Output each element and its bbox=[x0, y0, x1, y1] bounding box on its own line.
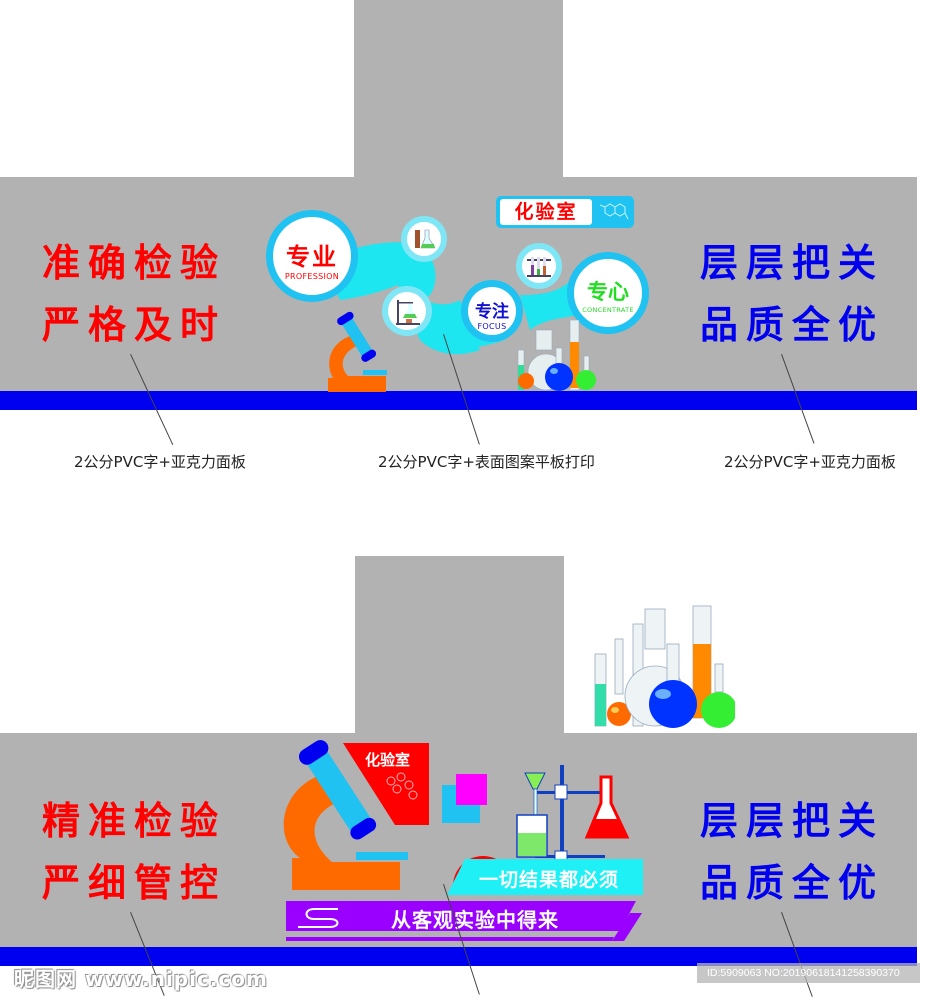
bottom-blue-strip bbox=[0, 947, 917, 966]
red-lab-badge: 化验室 bbox=[343, 743, 429, 825]
purple-banner: 从客观实验中得来 bbox=[286, 901, 642, 943]
top-band bbox=[0, 177, 917, 391]
caption-right: 2公分PVC字+亚克力面板 bbox=[724, 453, 896, 471]
bottom-left-slogan: 精准检验 严细管控 bbox=[42, 799, 227, 905]
magenta-square-decor bbox=[456, 774, 487, 805]
top-left-slogan: 准确检验 严格及时 bbox=[42, 241, 227, 347]
purple-banner-shape bbox=[286, 901, 642, 941]
top-blue-strip bbox=[0, 391, 917, 410]
cyan-banner-shape bbox=[447, 859, 643, 895]
top-right-slogan: 层层把关 品质全优 bbox=[700, 241, 885, 347]
watermark-logo: 昵图网 www.nipic.com bbox=[14, 967, 268, 991]
circle-test-tubes-icon bbox=[516, 243, 562, 289]
bottom-right-slogan: 层层把关 品质全优 bbox=[700, 799, 885, 905]
caption-center: 2公分PVC字+表面图案平板打印 bbox=[378, 453, 595, 471]
circle-concentrate: 专心 CONCENTRATE bbox=[567, 252, 649, 334]
bottom-column bbox=[355, 556, 564, 734]
circle-focus: 专注 FOCUS bbox=[461, 280, 523, 342]
beaker-flask-icon bbox=[415, 229, 436, 249]
lab-stand-icon bbox=[396, 300, 420, 325]
microscope-graphic bbox=[328, 311, 387, 392]
lab-apparatus-graphic bbox=[516, 765, 630, 865]
molecule-icon bbox=[599, 203, 629, 220]
microscope-large-graphic bbox=[283, 740, 408, 890]
caption-left: 2公分PVC字+亚克力面板 bbox=[74, 453, 246, 471]
circle-stand-icon bbox=[382, 286, 432, 336]
cyan-banner: 一切结果都必须 bbox=[447, 859, 643, 895]
red-badge-shape bbox=[343, 743, 429, 825]
test-tube-rack-icon bbox=[527, 257, 551, 277]
circle-profession: 专业 PROFESSION bbox=[266, 210, 358, 302]
glassware-graphic bbox=[517, 320, 596, 391]
lab-badge: 化验室 bbox=[496, 196, 634, 228]
circle-flask-icon bbox=[401, 216, 447, 262]
watermark-id: ID:5909063 NO:20190618141258390370 bbox=[697, 963, 920, 983]
glassware-large-graphic bbox=[594, 605, 735, 728]
lab-badge-label-box: 化验室 bbox=[500, 199, 592, 225]
top-column bbox=[354, 0, 563, 178]
